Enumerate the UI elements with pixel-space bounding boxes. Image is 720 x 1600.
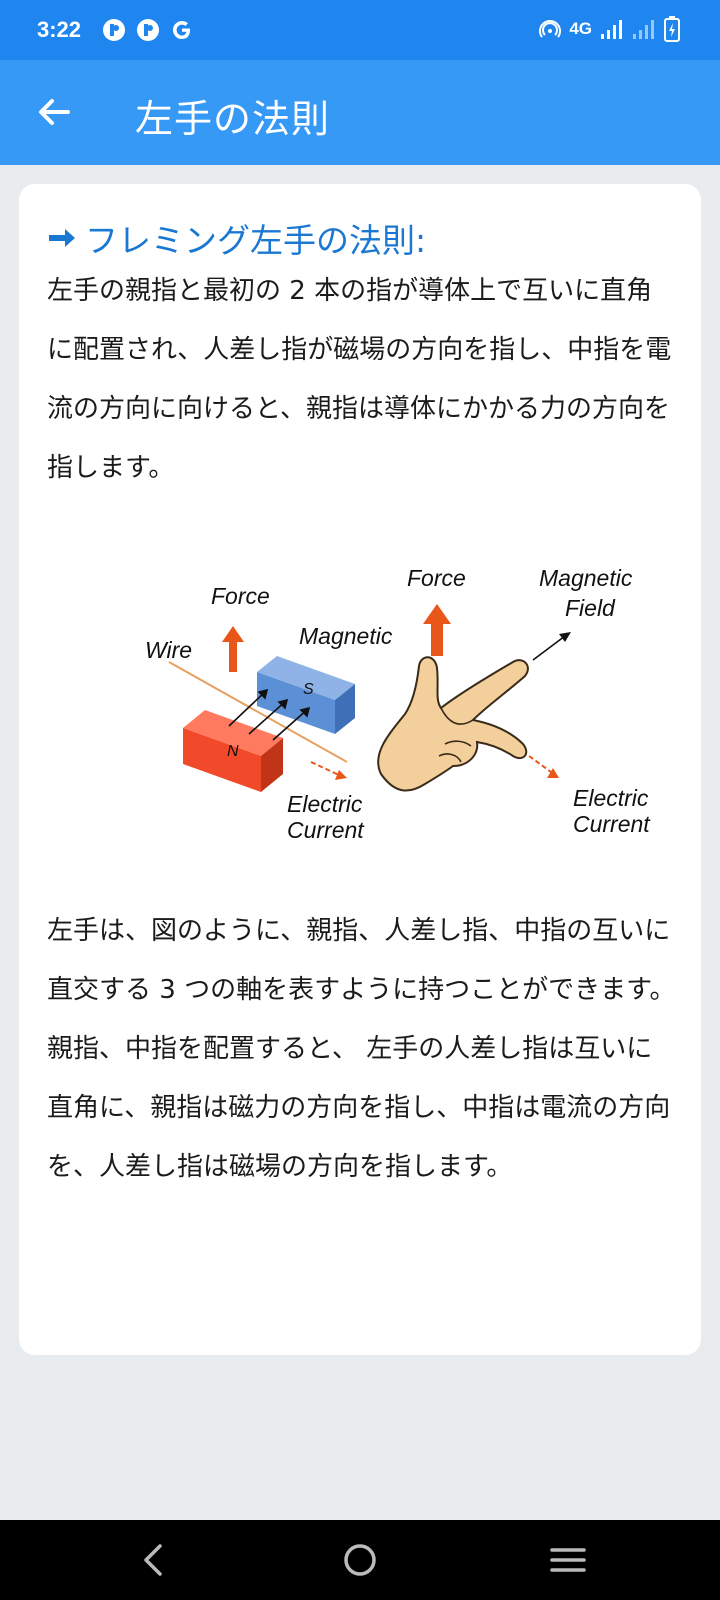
hand-illustration xyxy=(377,656,529,792)
paragraph-definition: 左手の親指と最初の 2 本の指が導体上で互いに直角に配置され、人差し指が磁場の方… xyxy=(47,276,672,483)
system-nav-bar xyxy=(0,1520,720,1600)
network-type: 4G xyxy=(569,19,592,38)
page-title: 左手の法則 xyxy=(135,97,331,141)
diagram-label-magnetic-left: Magnetic xyxy=(299,623,393,649)
battery-charging-icon xyxy=(664,16,680,42)
nav-home-icon xyxy=(344,1544,376,1576)
diagram-label-magnetic-right: Magnetic xyxy=(539,565,633,591)
back-button[interactable] xyxy=(30,88,78,136)
force-arrow-left xyxy=(222,626,244,672)
arrow-right-icon xyxy=(49,229,75,247)
field-arrow-right xyxy=(532,632,571,661)
diagram-label-current-right: Current xyxy=(573,811,651,837)
current-arrow-left xyxy=(310,761,347,780)
pocket-app-icon xyxy=(137,19,159,41)
nav-back-button[interactable] xyxy=(132,1538,176,1582)
pole-n-label: N xyxy=(227,743,239,760)
pole-s-label: S xyxy=(303,681,314,698)
field-arrows xyxy=(228,688,311,741)
google-icon xyxy=(172,20,190,40)
status-bar: 3:22 4G xyxy=(0,0,720,60)
left-hand-rule-diagram: Force Wire Magnetic S N xyxy=(145,565,651,843)
section-heading: フレミング左手の法則: xyxy=(47,214,426,262)
signal-icon xyxy=(601,20,622,39)
diagram-label-wire: Wire xyxy=(145,637,192,663)
signal-weak-icon xyxy=(633,20,654,39)
diagram-label-electric-left: Electric xyxy=(287,791,363,817)
diagram-label-force-right: Force xyxy=(407,565,466,591)
content-card: フレミング左手の法則: 左手の親指と最初の 2 本の指が導体上で互いに直角に配置… xyxy=(19,184,701,1355)
diagram-label-current-left: Current xyxy=(287,817,365,843)
diagram-label-field-right: Field xyxy=(565,595,616,621)
force-arrow-right xyxy=(423,604,451,656)
arrow-left-icon xyxy=(39,99,70,125)
hotspot-icon xyxy=(539,20,562,38)
paragraph-explanation: 左手は、図のように、親指、人差し指、中指の互いに直交する 3 つの軸を表すように… xyxy=(47,916,676,1182)
current-arrow-right xyxy=(528,755,559,778)
nav-menu-button[interactable] xyxy=(546,1538,590,1582)
status-time: 3:22 xyxy=(37,17,82,42)
nav-back-icon xyxy=(144,1544,162,1576)
pocket-app-icon xyxy=(103,19,125,41)
magnet-s: S xyxy=(257,656,355,734)
app-bar: 左手の法則 xyxy=(0,60,720,165)
nav-home-button[interactable] xyxy=(338,1538,382,1582)
status-right-icons: 4G xyxy=(539,16,680,42)
wire-line xyxy=(168,661,348,763)
magnet-n: N xyxy=(183,710,283,792)
diagram-label-electric-right: Electric xyxy=(573,785,649,811)
diagram-label-force-left: Force xyxy=(211,583,270,609)
section-heading-text: フレミング左手の法則: xyxy=(85,221,427,260)
status-left-icons xyxy=(102,18,194,42)
nav-menu-icon xyxy=(550,1548,586,1572)
